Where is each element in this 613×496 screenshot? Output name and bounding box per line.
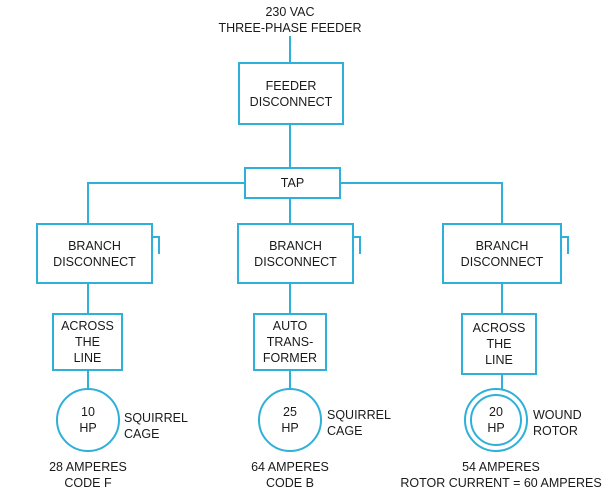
feeder-voltage-label: 230 VAC [265,5,315,19]
branch-2-motor-type: SQUIRREL CAGE [327,408,391,438]
branch-3-rating: 54 AMPERES ROTOR CURRENT = 60 AMPERES [400,460,602,490]
branch-2-starter-box: AUTO TRANS- FORMER [253,313,327,371]
branch-1-motor: 10 HP [56,388,120,452]
branch-2-motor: 25 HP [258,388,322,452]
tap-left-line [87,182,245,224]
branch-2-rating: 64 AMPERES CODE B [251,460,329,490]
branch-3-motor: 20 HP [464,388,528,452]
branch-3-motor-type: WOUND ROTOR [533,408,582,438]
branch-1-handle [152,236,160,254]
branch-1-starter-box: ACROSS THE LINE [52,313,123,371]
branch-3-handle [561,236,569,254]
branch-1-rating: 28 AMPERES CODE F [49,460,127,490]
branch-1-disconnect-box: BRANCH DISCONNECT [36,223,153,284]
tap-right-line [340,182,503,224]
branch-1-motor-type: SQUIRREL CAGE [124,411,188,441]
branch-2-disconnect-box: BRANCH DISCONNECT [237,223,354,284]
branch-3-starter-box: ACROSS THE LINE [461,313,537,375]
branch-3-disconnect-box: BRANCH DISCONNECT [442,223,562,284]
feeder-disconnect-box: FEEDER DISCONNECT [238,62,344,125]
branch-2-handle [353,236,361,254]
tap-box: TAP [244,167,341,199]
feeder-type-label: THREE-PHASE FEEDER [218,21,362,35]
